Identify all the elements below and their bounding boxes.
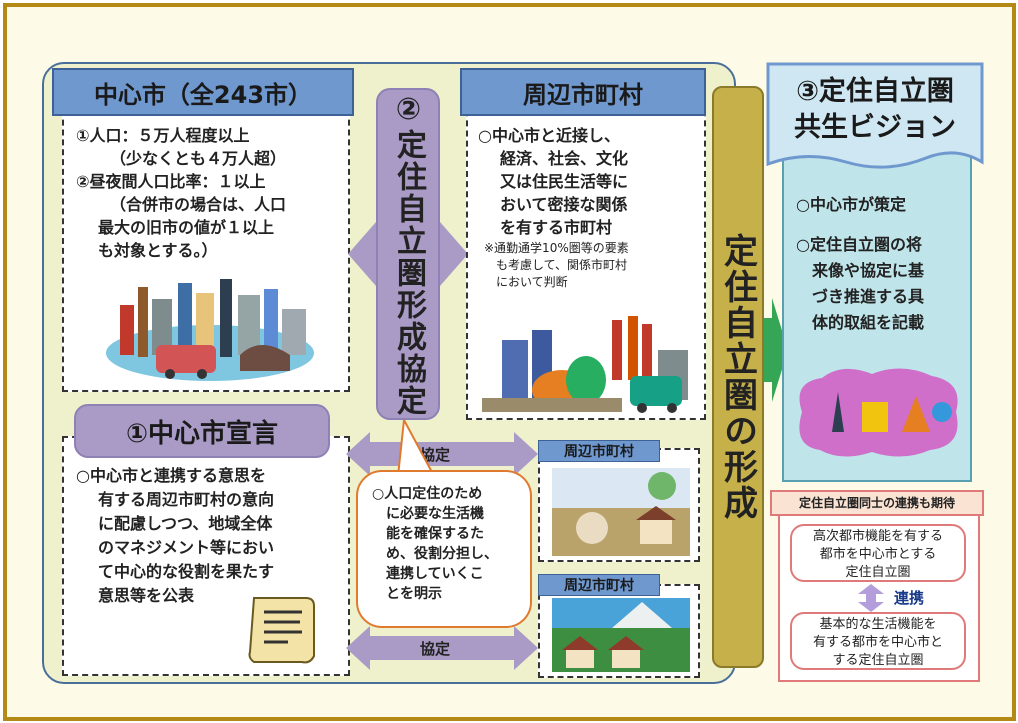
note-line: において判断	[496, 275, 568, 289]
agreement-title: ②定住自立圏形成協定	[391, 91, 426, 417]
agreement-arrow-2	[346, 626, 538, 670]
note-line: も考慮して、関係市町村	[496, 258, 628, 272]
agreement-arrow-1-label: 協定	[420, 446, 451, 464]
declaration-title: ①中心市宣言	[125, 418, 278, 449]
vision-title-line2: 共生ビジョン	[794, 112, 956, 143]
declaration-line: 意思等を公表	[98, 586, 195, 605]
surrounding-card-2-label: 周辺市町村	[538, 574, 660, 596]
vision-item2-line: ○定住自立圏の将	[796, 235, 922, 254]
declaration-text: ○中心市と連携する意思を 有する周辺市町村の意向 に配慮しつつ、地域全体 のマネ…	[76, 464, 346, 608]
vision-item2-line: 体的取組を記載	[812, 313, 925, 332]
village-illustration-2	[552, 598, 690, 672]
criteria-line: （少なくとも４万人超）	[110, 149, 287, 168]
bubble-line: 連携していくこ	[386, 566, 484, 582]
agreement-bar: ②定住自立圏形成協定	[376, 88, 440, 420]
coop-box2-line: する定住自立圏	[832, 653, 924, 668]
village-illustration-1	[552, 468, 690, 556]
vision-title-line1: ③定住自立圏	[796, 76, 954, 107]
formation-title: 定住自立圏の形成	[717, 233, 758, 521]
surrounding-line: 経済、社会、文化	[500, 149, 629, 168]
cooperation-heading: 定住自立圏同士の連携も期待	[770, 490, 984, 516]
surrounding-text: ○中心市と近接し、 経済、社会、文化 又は住民生活等に おいて密接な関係 を有す…	[478, 124, 704, 239]
coop-box1-line: 定住自立圏	[845, 565, 911, 580]
formation-bar: 定住自立圏の形成	[712, 86, 764, 668]
bubble-line: 能を確保するた	[386, 526, 484, 542]
bubble-line: に必要な生活機	[386, 506, 484, 522]
surrounding-note: ※通勤通学10%圏等の要素 も考慮して、関係市町村 において判断	[484, 240, 706, 291]
coop-box2-line: 有する都市を中心市と	[812, 635, 943, 650]
criteria-line: ①人口：５万人程度以上	[76, 126, 250, 145]
vision-item2-line: づき推進する具	[812, 287, 925, 306]
declaration-line: のマネジメント等におい	[98, 538, 275, 557]
vision-banner	[766, 62, 984, 169]
declaration-line: ○中心市と連携する意思を	[76, 466, 266, 485]
declaration-line: に配慮しつつ、地域全体	[98, 514, 273, 533]
central-city-criteria: ①人口：５万人程度以上 （少なくとも４万人超） ②昼夜間人口比率：１以上 （合併…	[76, 124, 348, 262]
document-icon	[248, 597, 315, 664]
vision-item2-line: 来像や協定に基	[812, 261, 925, 280]
declaration-banner: ①中心市宣言	[74, 404, 330, 458]
agreement-bubble: ○人口定住のため に必要な生活機 能を確保するた め、役割分担し、 連携していく…	[356, 470, 532, 628]
surrounding-title: 周辺市町村	[523, 80, 643, 109]
link-label: 連携	[894, 589, 925, 607]
note-line: ※通勤通学10%圏等の要素	[484, 241, 629, 255]
criteria-line: も対象とする。）	[98, 241, 218, 260]
world-landmarks-illustration	[799, 368, 958, 457]
bubble-line: め、役割分担し、	[386, 546, 498, 562]
cooperation-box-2: 基本的な生活機能を 有する都市を中心市と する定住自立圏	[790, 612, 966, 670]
central-city-title: 中心市（全243市）	[93, 80, 313, 109]
surrounding-line: 又は住民生活等に	[500, 172, 629, 191]
bubble-line: ○人口定住のため	[372, 486, 483, 502]
agreement-arrow-1	[346, 432, 538, 476]
declaration-line: 有する周辺市町村の意向	[98, 490, 275, 509]
city-illustration	[106, 279, 314, 381]
vision-text: ○中心市が策定 ○定住自立圏の将 来像や協定に基 づき推進する具 体的取組を記載	[796, 192, 966, 336]
surrounding-line: ○中心市と近接し、	[478, 126, 620, 145]
vision-title: ③定住自立圏 共生ビジョン	[772, 74, 978, 146]
bubble-line: とを明示	[386, 586, 442, 602]
criteria-line: （合併市の場合は、人口	[110, 195, 287, 214]
green-arrow	[764, 298, 788, 402]
criteria-line: 最大の旧市の値が１以上	[98, 218, 275, 237]
town-illustration	[482, 316, 688, 413]
criteria-line: ②昼夜間人口比率：１以上	[76, 172, 266, 191]
agreement-arrow-2-label: 協定	[420, 640, 451, 658]
central-city-banner: 中心市（全243市）	[52, 68, 354, 116]
surrounding-line: おいて密接な関係	[500, 195, 628, 214]
cooperation-box-1: 高次都市機能を有する 都市を中心市とする 定住自立圏	[790, 524, 966, 582]
surrounding-card-1-label: 周辺市町村	[538, 440, 660, 462]
surrounding-line: を有する市町村	[500, 218, 613, 237]
surrounding-banner: 周辺市町村	[460, 68, 706, 116]
link-arrow	[858, 584, 884, 612]
coop-box1-line: 都市を中心市とする	[819, 547, 937, 562]
declaration-line: て中心的な役割を果たす	[98, 562, 275, 581]
vision-item1: ○中心市が策定	[796, 195, 906, 214]
coop-box1-line: 高次都市機能を有する	[812, 529, 943, 544]
coop-box2-line: 基本的な生活機能を	[819, 617, 937, 632]
